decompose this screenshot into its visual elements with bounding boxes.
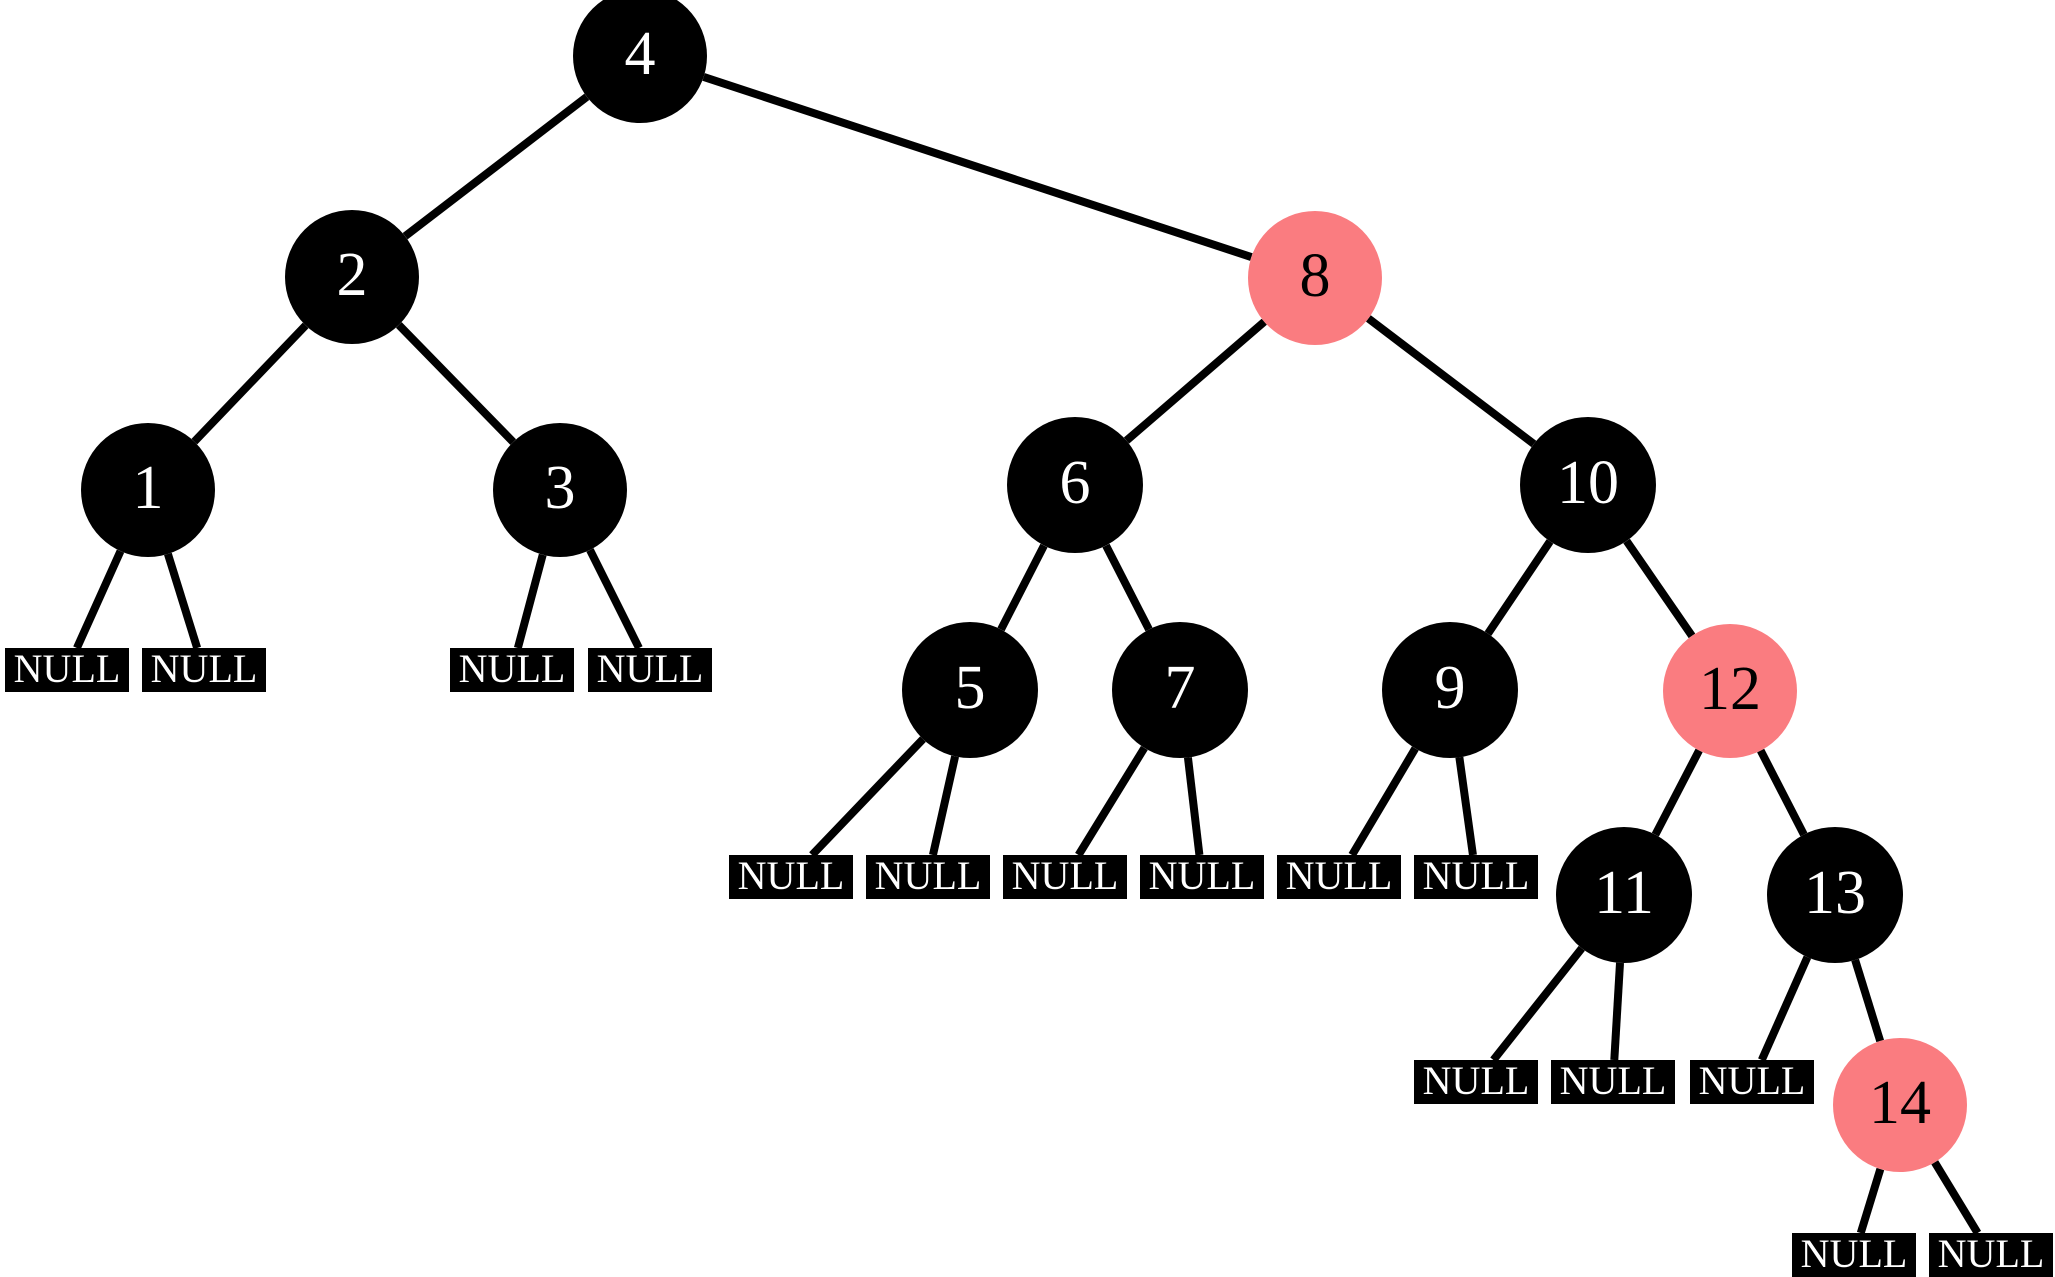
tree-edge [1365,315,1537,448]
tree-node-9[interactable]: 9 [1382,622,1518,758]
tree-edge [1851,958,1885,1043]
tree-edge [1490,945,1585,1063]
tree-node-1[interactable]: 1 [81,423,215,557]
tree-node-8[interactable]: 8 [1248,211,1382,345]
tree-edge [1484,539,1554,636]
tree-null-leaf: NULL [450,648,574,692]
tree-null-label: NULL [1800,1231,1908,1276]
tree-node-3[interactable]: 3 [493,423,627,557]
tree-edge [1348,746,1419,858]
tree-null-leaf: NULL [588,648,712,692]
tree-null-label: NULL [1285,853,1393,898]
tree-node-7[interactable]: 7 [1112,622,1248,758]
tree-edge [164,552,201,650]
tree-edge [1757,748,1808,837]
tree-edge [809,736,926,858]
tree-node-label: 5 [954,654,986,722]
tree-null-label: NULL [150,646,258,691]
tree-null-leaf: NULL [1551,1060,1675,1104]
tree-null-label: NULL [1422,1058,1530,1103]
tree-node-10[interactable]: 10 [1520,417,1656,553]
tree-node-14[interactable]: 14 [1833,1038,1967,1172]
tree-null-label: NULL [1148,853,1256,898]
tree-edge [586,548,643,650]
tree-edge [514,553,547,650]
tree-edge [1651,748,1703,837]
tree-edge [1758,955,1812,1062]
tree-node-label: 7 [1164,654,1196,722]
tree-null-leaf: NULL [1277,855,1401,899]
tree-null-label: NULL [596,646,704,691]
tree-null-leaf: NULL [1140,855,1264,899]
tree-node-label: 8 [1299,242,1331,310]
tree-null-leaf: NULL [5,648,129,692]
tree-null-leaf: NULL [142,648,266,692]
tree-edge [395,322,517,445]
tree-edge [1075,745,1148,858]
tree-node-4[interactable]: 4 [573,0,707,123]
tree-node-label: 2 [336,241,368,309]
tree-null-label: NULL [13,646,121,691]
tree-node-label: 9 [1434,654,1466,722]
tree-node-6[interactable]: 6 [1007,417,1143,553]
tree-edge [1931,1160,1982,1236]
tree-node-2[interactable]: 2 [285,210,419,344]
tree-node-label: 12 [1699,655,1761,723]
tree-null-leaf: NULL [866,855,990,899]
tree-node-5[interactable]: 5 [902,622,1038,758]
tree-edge [1123,318,1267,444]
tree-null-label: NULL [737,853,845,898]
tree-null-label: NULL [874,853,982,898]
tree-edge [1455,756,1477,856]
tree-null-label: NULL [1011,853,1119,898]
tree-node-11[interactable]: 11 [1556,827,1692,963]
tree-null-leaf: NULL [1792,1233,1916,1277]
tree-edge [73,549,125,650]
tree-node-label: 4 [624,20,656,88]
tree-null-label: NULL [458,646,566,691]
tree-null-leaf: NULL [1414,1060,1538,1104]
tree-null-label: NULL [1698,1058,1806,1103]
tree-node-label: 13 [1804,859,1866,927]
tree-node-label: 11 [1594,859,1654,927]
tree-edge [402,93,590,240]
tree-node-12[interactable]: 12 [1663,624,1797,758]
tree-null-leaf: NULL [1690,1060,1814,1104]
tree-edge [1856,1167,1885,1235]
tree-edge [702,73,1253,261]
tree-edge [997,543,1048,632]
tree-null-leaf: NULL [1003,855,1127,899]
tree-edge [191,322,309,445]
tree-edge [1183,757,1204,856]
tree-null-label: NULL [1422,853,1530,898]
tree-edge [1610,962,1625,1061]
tree-node-label: 1 [132,454,164,522]
tree-node-label: 3 [544,454,576,522]
tree-null-label: NULL [1559,1058,1667,1103]
tree-null-leaf: NULL [729,855,853,899]
tree-null-label: NULL [1937,1231,2045,1276]
tree-null-leaf: NULL [1929,1233,2053,1277]
tree-node-label: 14 [1869,1069,1931,1137]
tree-node-label: 10 [1557,449,1619,517]
tree-node-13[interactable]: 13 [1767,827,1903,963]
tree-edge [929,755,960,856]
tree-node-label: 6 [1059,449,1091,517]
tree-edge [1623,538,1696,639]
tree-edge [1102,543,1153,632]
tree-null-leaf: NULL [1414,855,1538,899]
